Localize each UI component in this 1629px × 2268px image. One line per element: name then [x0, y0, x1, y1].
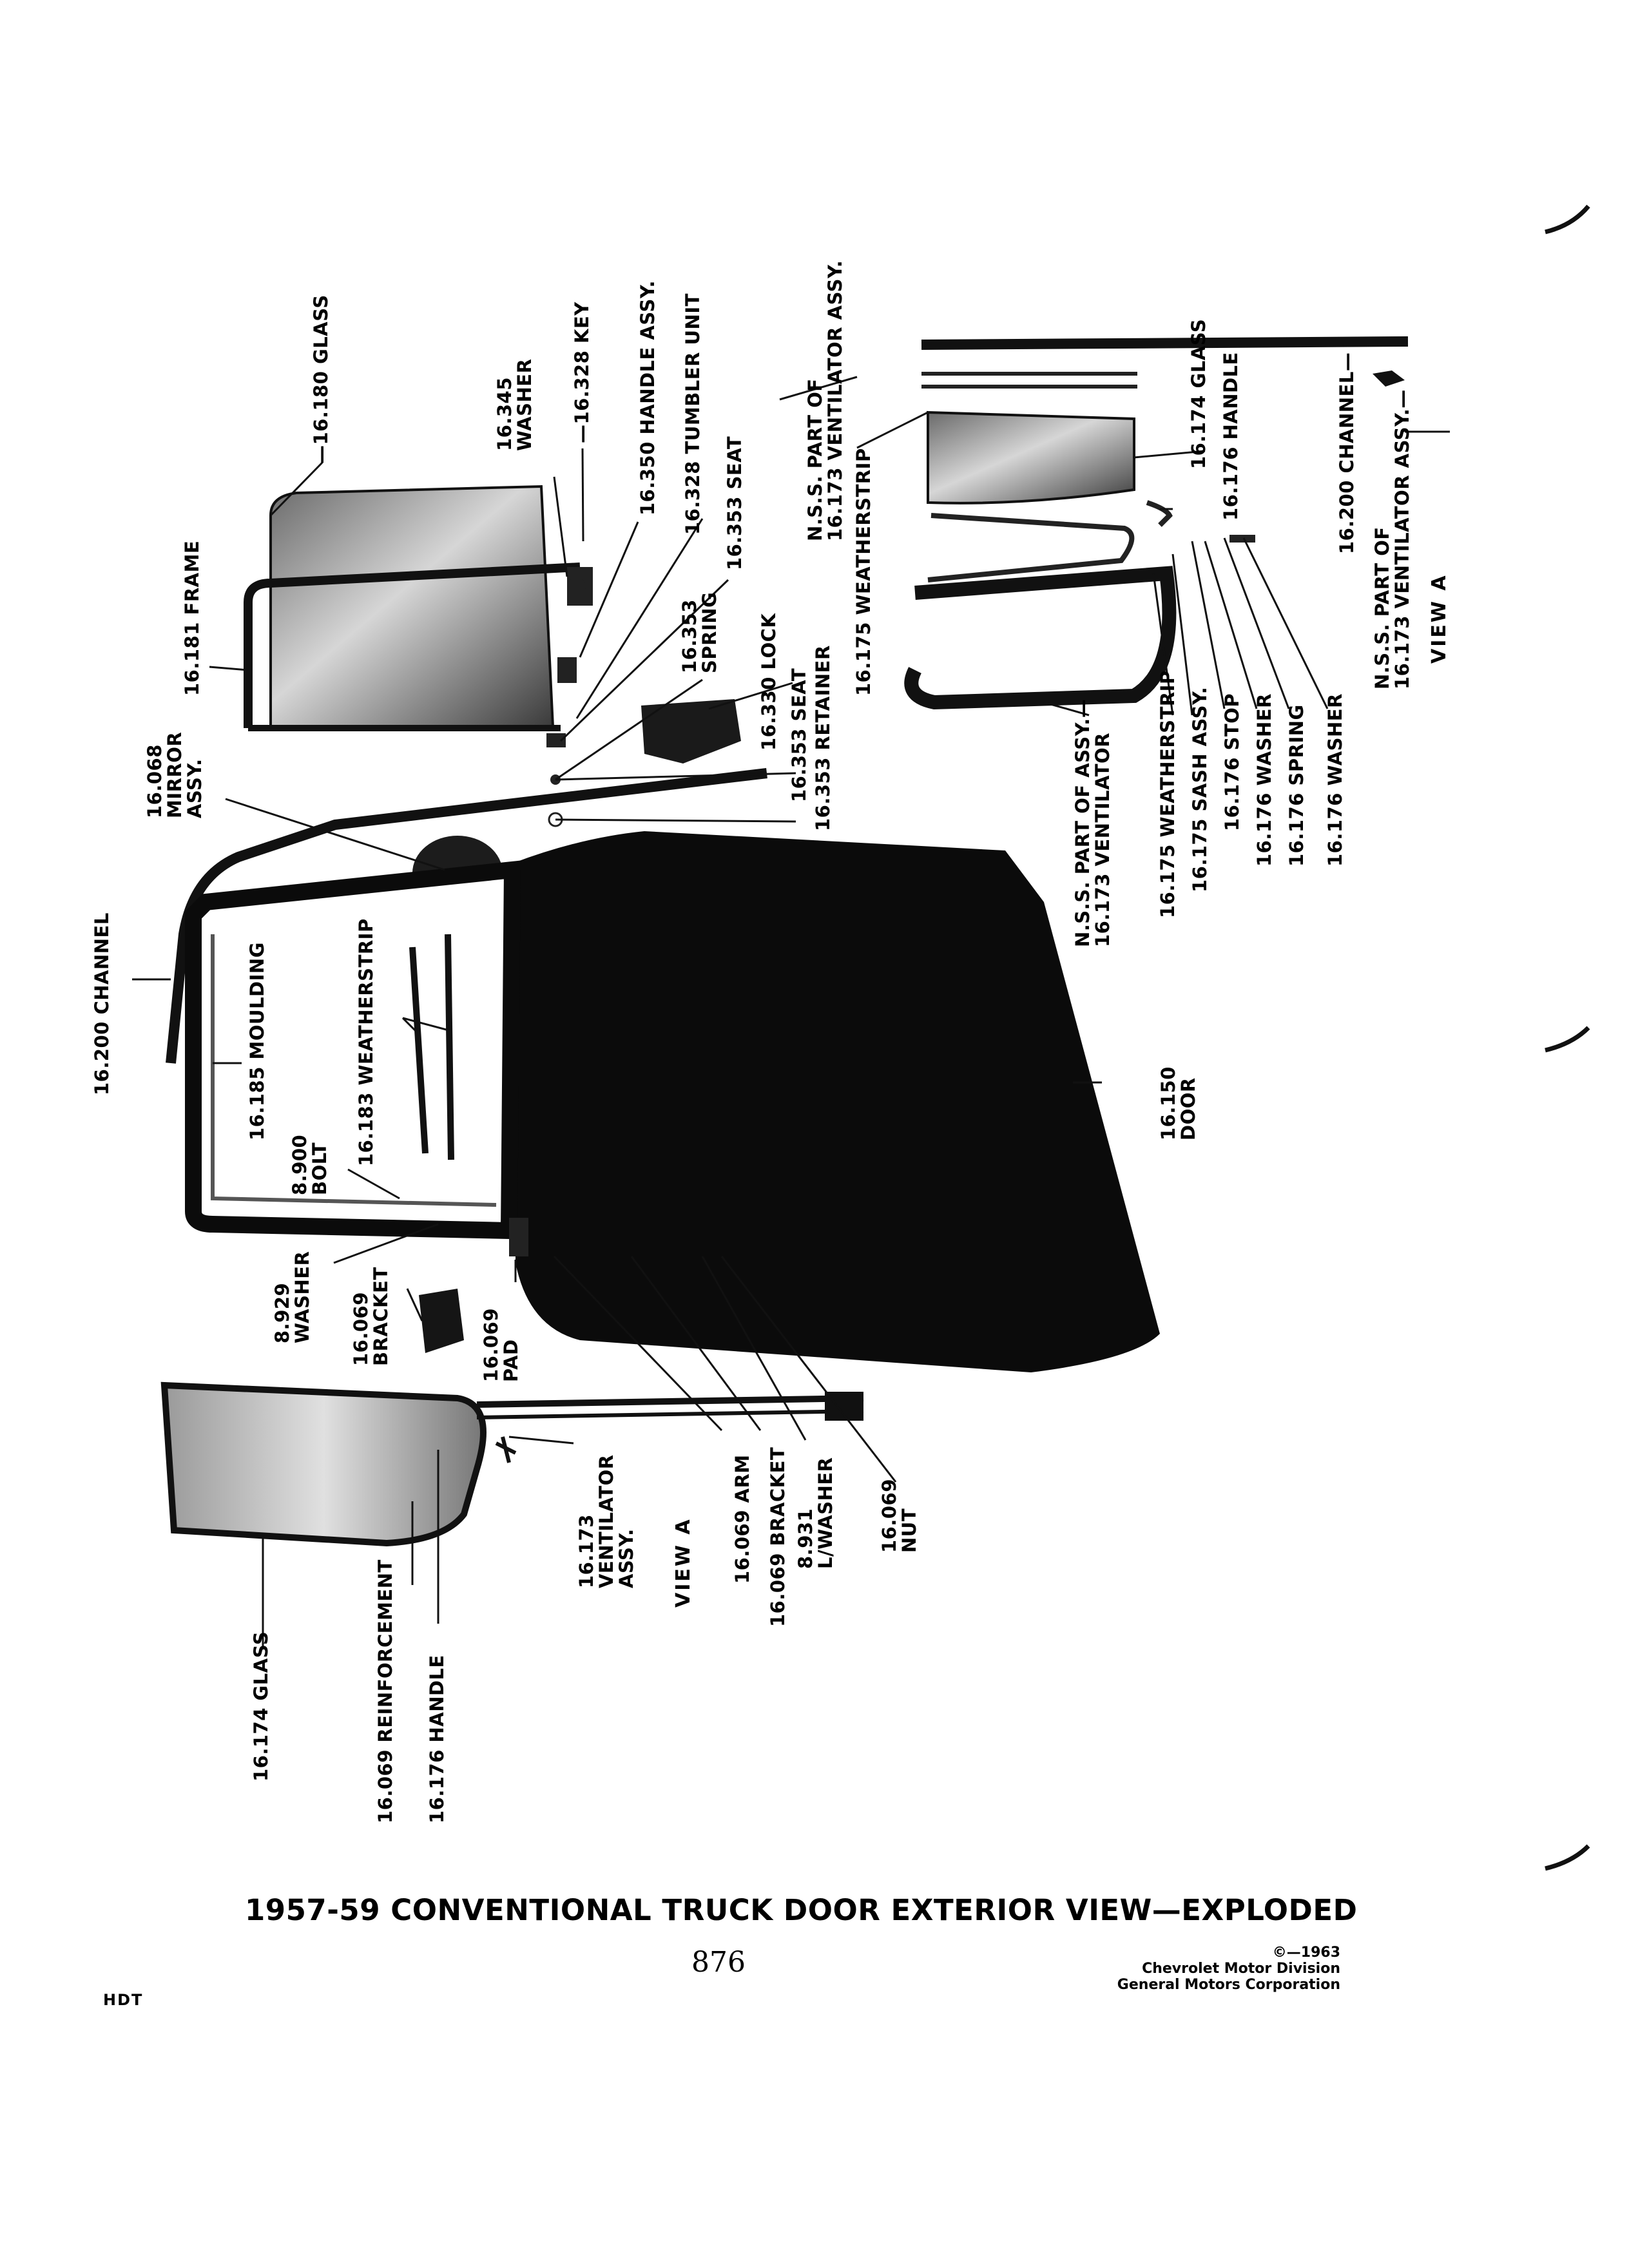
- label-tumbler-16328: 16.328 TUMBLER UNIT: [682, 293, 704, 535]
- label-arm-16069: 16.069 ARM: [731, 1454, 753, 1584]
- view-a-parts: [904, 336, 1409, 710]
- label-reinforcement-16069: 16.069 REINFORCEMENT: [374, 1559, 396, 1823]
- leader-lines: [132, 340, 1450, 1649]
- label-weatherstrip-16175-b: 16.175 WEATHERSTRIP: [1157, 670, 1179, 918]
- label-bolt-8900: 8.900 BOLT: [289, 1134, 331, 1195]
- label-washer-8929: 8.929 WASHER: [271, 1251, 313, 1343]
- label-view-a-left: VIEW A: [672, 1517, 695, 1608]
- label-view-a-right: VIEW A: [1428, 573, 1451, 664]
- label-spring-16353: 16.353 SPRING: [679, 591, 720, 673]
- label-weatherstrip-16183: 16.183 WEATHERSTRIP: [355, 918, 377, 1166]
- label-nut-16069: 16.069 NUT: [878, 1479, 920, 1553]
- label-nss-ventilator: N.S.S. PART OF ASSY.— 16.173 VENTILATOR: [1072, 698, 1113, 947]
- label-ventilator-assy-16173: 16.173 VENTILATOR ASSY.: [575, 1454, 637, 1588]
- label-lwasher-8931: 8.931 L/WASHER: [795, 1457, 836, 1570]
- label-retainer-16353: 16.353 RETAINER: [812, 645, 834, 831]
- label-nss-ventilator-assy-top: N.S.S. PART OF 16.173 VENTILATOR ASSY.: [804, 260, 846, 541]
- label-mirror-16068: 16.068 MIRROR ASSY.: [144, 731, 206, 818]
- copyright-division: Chevrolet Motor Division: [1142, 1961, 1340, 1977]
- label-handle-16176-right: 16.176 HANDLE: [1220, 352, 1242, 521]
- label-washer-16176-b: 16.176 WASHER: [1324, 693, 1346, 867]
- label-seat-16353-a: 16.353 SEAT: [724, 436, 746, 570]
- label-pad-16069: 16.069 PAD: [480, 1308, 522, 1382]
- lock-parts: [546, 577, 741, 827]
- label-channel-16200-left: 16.200 CHANNEL: [91, 912, 113, 1095]
- label-glass-16180: —16.180 GLASS: [310, 294, 332, 464]
- label-frame-16181: 16.181 FRAME: [181, 540, 203, 696]
- label-glass-16174-left: 16.174 GLASS: [250, 1631, 272, 1782]
- ventilator-assembly: [160, 1381, 864, 1547]
- label-lock-16330: 16.330 LOCK: [758, 613, 780, 751]
- door-glass-assembly: [244, 485, 593, 731]
- margin-marks: [1545, 204, 1590, 1871]
- label-moulding-16185: 16.185 MOULDING: [246, 942, 268, 1140]
- label-key-16328: —16.328 KEY: [571, 302, 593, 443]
- label-nss-ventilator-assy-right: N.S.S. PART OF 16.173 VENTILATOR ASSY.—: [1371, 389, 1413, 689]
- label-channel-16200-right: 16.200 CHANNEL—: [1336, 352, 1358, 554]
- page-title: 1957-59 CONVENTIONAL TRUCK DOOR EXTERIOR…: [245, 1893, 1358, 1927]
- door-brackets: [419, 1218, 528, 1353]
- label-bracket-16069: 16.069 BRACKET: [350, 1267, 392, 1366]
- label-door-16150: 16.150 DOOR: [1157, 1066, 1199, 1140]
- door-shell: [185, 831, 1160, 1372]
- label-sash-16175: 16.175 SASH ASSY.: [1189, 686, 1211, 892]
- label-glass-16174-right: 16.174 GLASS: [1188, 318, 1210, 469]
- copyright-corporation: General Motors Corporation: [1117, 1977, 1340, 1993]
- page-number: 876: [691, 1946, 746, 1979]
- label-weatherstrip-16175-top: 16.175 WEATHERSTRIP: [853, 448, 874, 696]
- label-handle-assy-16350: 16.350 HANDLE ASSY.: [637, 280, 659, 515]
- section-code: HDT: [103, 1991, 144, 2009]
- label-bracket-16069-b: 16.069 BRACKET: [767, 1446, 789, 1627]
- label-stop-16176: 16.176 STOP: [1221, 693, 1243, 831]
- label-washer-16345: 16.345 WASHER: [494, 358, 535, 451]
- label-handle-16176-left: 16.176 HANDLE: [426, 1655, 448, 1823]
- label-washer-16176-a: 16.176 WASHER: [1253, 693, 1275, 867]
- copyright-block: ©—1963 Chevrolet Motor Division General …: [1089, 1945, 1340, 1993]
- copyright-year: ©—1963: [1272, 1945, 1340, 1961]
- label-spring-16176: 16.176 SPRING: [1286, 704, 1307, 867]
- label-seat-16353-b: 16.353 SEAT: [788, 668, 810, 802]
